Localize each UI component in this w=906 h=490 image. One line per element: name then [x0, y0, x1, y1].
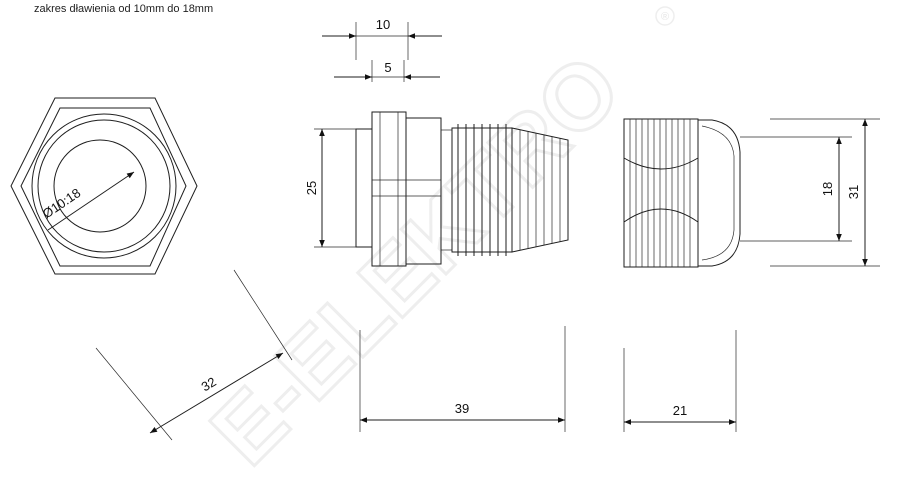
cap-view	[623, 118, 741, 268]
front-view: Ø10:18	[10, 97, 198, 275]
dim-21-label: 21	[673, 403, 687, 418]
caption-text: zakres dławienia od 10mm do 18mm	[34, 3, 214, 15]
dim-18: 18	[740, 136, 852, 242]
bore-circle	[53, 139, 147, 233]
outer-circle-inner	[37, 119, 171, 253]
dim-5: 5	[334, 60, 440, 82]
dim-32-label: 32	[199, 374, 219, 394]
dim-31: 31	[770, 118, 880, 267]
dim-39-label: 39	[455, 401, 469, 416]
diameter-line	[47, 171, 135, 231]
dim-32: 32	[95, 269, 293, 441]
dim-25: 25	[304, 128, 356, 248]
dim-21: 21	[623, 330, 737, 432]
outer-circle	[31, 113, 177, 259]
hex-outer	[10, 97, 198, 275]
watermark: E-ELEKTRO ®	[191, 6, 675, 486]
registered-mark: ®	[661, 11, 669, 23]
registered-mark-circle	[655, 6, 675, 26]
diameter-label: Ø10:18	[40, 185, 84, 221]
dim-25-label: 25	[304, 181, 319, 195]
dim-5-label: 5	[384, 60, 391, 75]
watermark-text: E-ELEKTRO	[192, 36, 640, 484]
hex-inner	[20, 107, 187, 267]
dim-18-label: 18	[820, 182, 835, 196]
dim-31-label: 31	[846, 185, 861, 199]
dim-39: 39	[359, 326, 566, 432]
side-view	[355, 111, 569, 267]
dim-10-label: 10	[376, 17, 390, 32]
dim-10: 10	[322, 17, 442, 60]
